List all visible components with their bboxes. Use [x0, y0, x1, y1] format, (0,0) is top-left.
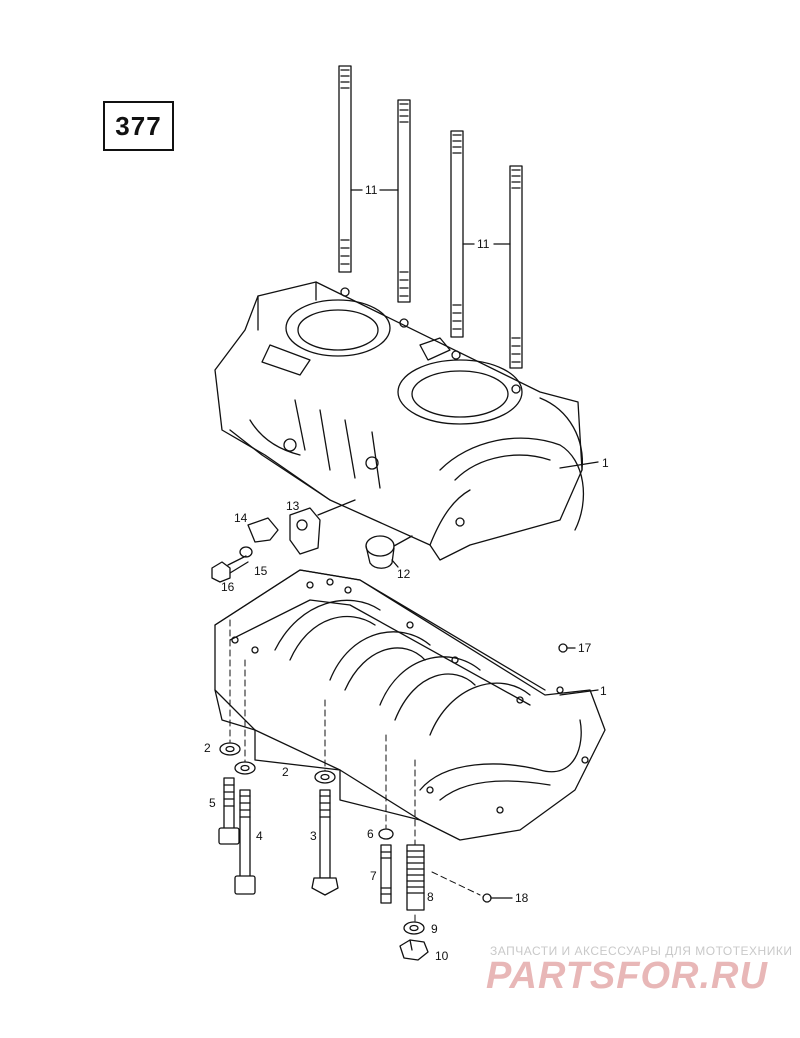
bracket-13: [289, 499, 356, 555]
callout-1-upper: 1: [602, 456, 609, 470]
bolt-4: [234, 789, 256, 895]
lower-crankcase: [214, 569, 606, 841]
bolt-16: [211, 555, 249, 583]
watermark-subtitle: ЗАПЧАСТИ И АКСЕССУАРЫ ДЛЯ МОТОТЕХНИКИ: [490, 944, 793, 958]
callout-18: 18: [515, 891, 529, 905]
callout-1-lower: 1: [600, 684, 607, 698]
pin-18: [482, 893, 513, 903]
page-number-box: 377: [103, 101, 174, 151]
callout-4: 4: [256, 829, 263, 843]
callout-13: 13: [286, 499, 300, 513]
stud-2: [397, 99, 411, 303]
callout-2a: 2: [204, 741, 211, 755]
callout-10: 10: [435, 949, 449, 963]
nut-10: [399, 939, 429, 961]
washer-2b: [234, 761, 256, 775]
callout-11a: 11: [365, 183, 378, 197]
callout-3: 3: [310, 829, 317, 843]
washer-9: [403, 921, 425, 935]
callout-15: 15: [254, 564, 268, 578]
callout-6: 6: [367, 827, 374, 841]
stud-4: [509, 165, 523, 369]
upper-crankcase: [214, 281, 585, 561]
callout-2b: 2: [282, 765, 289, 779]
washer-2a: [219, 742, 241, 756]
callout-5: 5: [209, 796, 216, 810]
callout-11b: 11: [477, 237, 490, 251]
washer-6: [378, 828, 394, 840]
callout-7: 7: [370, 869, 377, 883]
callout-14: 14: [234, 511, 248, 525]
dowel-17: [558, 643, 576, 653]
bolt-3: [311, 789, 339, 896]
washer-2c: [314, 770, 336, 784]
callout-12: 12: [397, 567, 411, 581]
callout-9: 9: [431, 922, 438, 936]
page-number: 377: [115, 110, 162, 141]
stud-1: [338, 65, 352, 273]
callout-16: 16: [221, 580, 235, 594]
stud-3: [450, 130, 464, 338]
plug-12: [365, 535, 413, 569]
bolt-5: [218, 777, 240, 845]
clip-14: [247, 517, 279, 543]
stud-8: [406, 844, 425, 911]
stud-7: [380, 844, 392, 904]
callout-17: 17: [578, 641, 592, 655]
watermark-brand: PARTSFOR.RU: [486, 955, 768, 997]
washer-15: [239, 546, 253, 558]
callout-8: 8: [427, 890, 434, 904]
